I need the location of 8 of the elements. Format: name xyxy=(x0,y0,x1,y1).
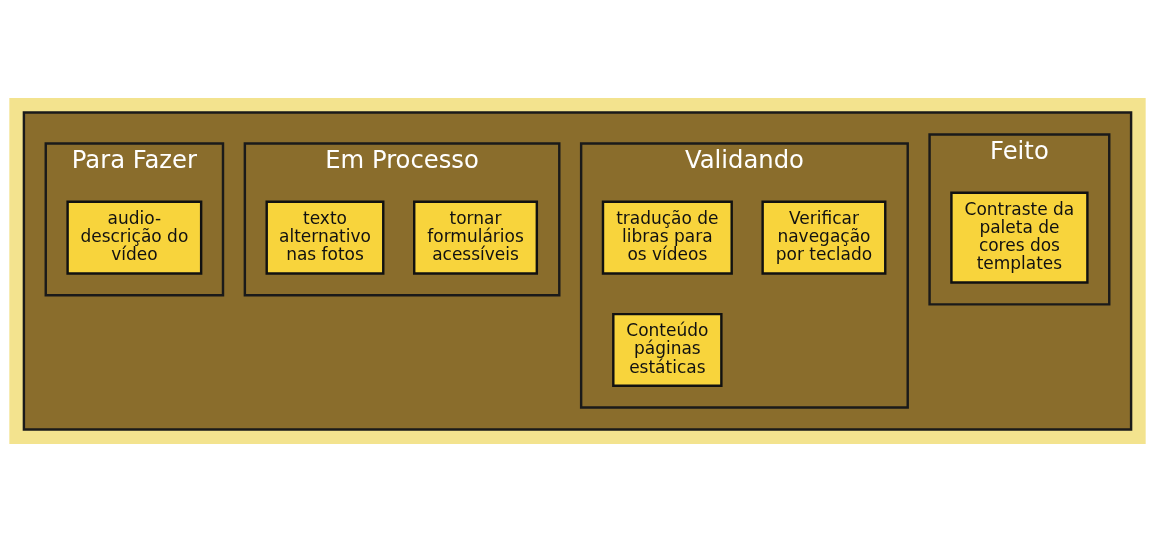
node-box: tradução de libras para os vídeos xyxy=(601,200,733,275)
node-box: audio- descrição do vídeo xyxy=(66,200,203,275)
node-box: Verificar navegação por teclado xyxy=(761,200,887,275)
node-box: tornar formulários acessíveis xyxy=(413,200,539,275)
node-box: Contraste da paleta de cores dos templates xyxy=(950,191,1089,284)
node-box: Conteúdo páginas estáticas xyxy=(612,312,723,387)
cluster xyxy=(22,111,1133,431)
node-box: texto alternativo nas fotos xyxy=(265,200,385,275)
